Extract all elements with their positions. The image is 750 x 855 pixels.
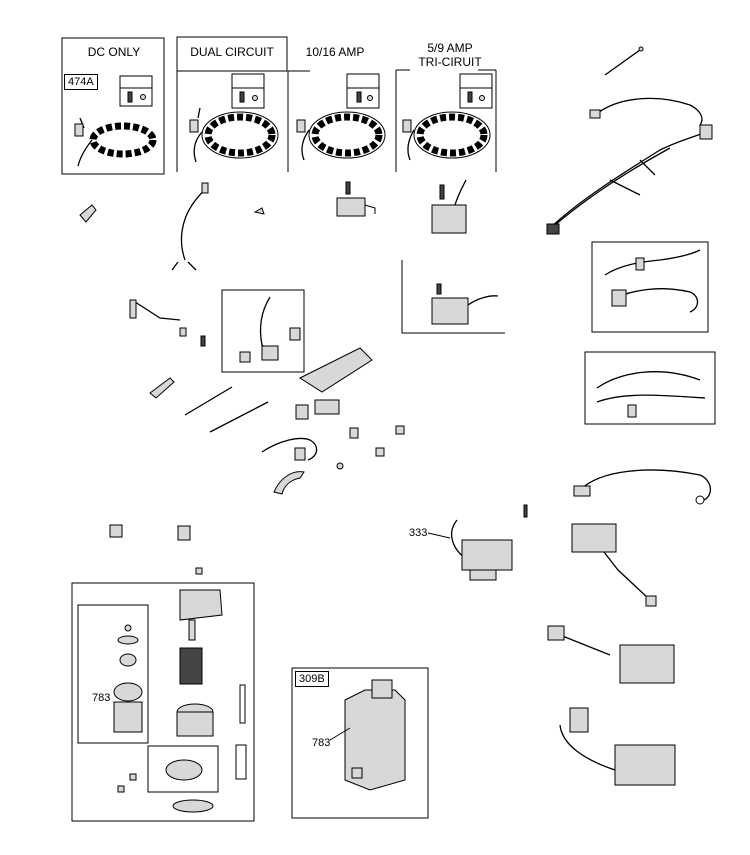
governor-assembly — [109, 289, 405, 575]
ignition-coils-right — [451, 469, 711, 786]
small-parts-left — [79, 179, 467, 271]
header-5-9-amp: 5/9 AMP — [427, 41, 473, 55]
header-tri-circuit: TRI-CIRUIT — [418, 55, 482, 69]
callout-783-right: 783 — [312, 737, 331, 749]
starter-309b — [291, 667, 429, 819]
callout-783-left: 783 — [92, 692, 111, 704]
stator-rings — [74, 107, 491, 167]
starter-assembly-left — [71, 582, 255, 822]
dc-only-frame — [61, 37, 165, 175]
leader-333 — [427, 532, 451, 539]
callout-309b: 309B — [295, 671, 329, 687]
callout-474a: 474A — [64, 74, 98, 90]
callout-333: 333 — [409, 527, 428, 539]
stator-panel-frames — [61, 36, 497, 175]
dual-circuit-title-box — [176, 36, 288, 72]
ignition-box — [401, 260, 505, 334]
wiring-harnesses — [546, 46, 716, 425]
bolt-kit-boxes — [119, 73, 493, 109]
header-dual-circuit: DUAL CIRCUIT — [190, 45, 274, 59]
header-10-16-amp: 10/16 AMP — [305, 45, 365, 59]
header-dc-only: DC ONLY — [87, 45, 141, 59]
